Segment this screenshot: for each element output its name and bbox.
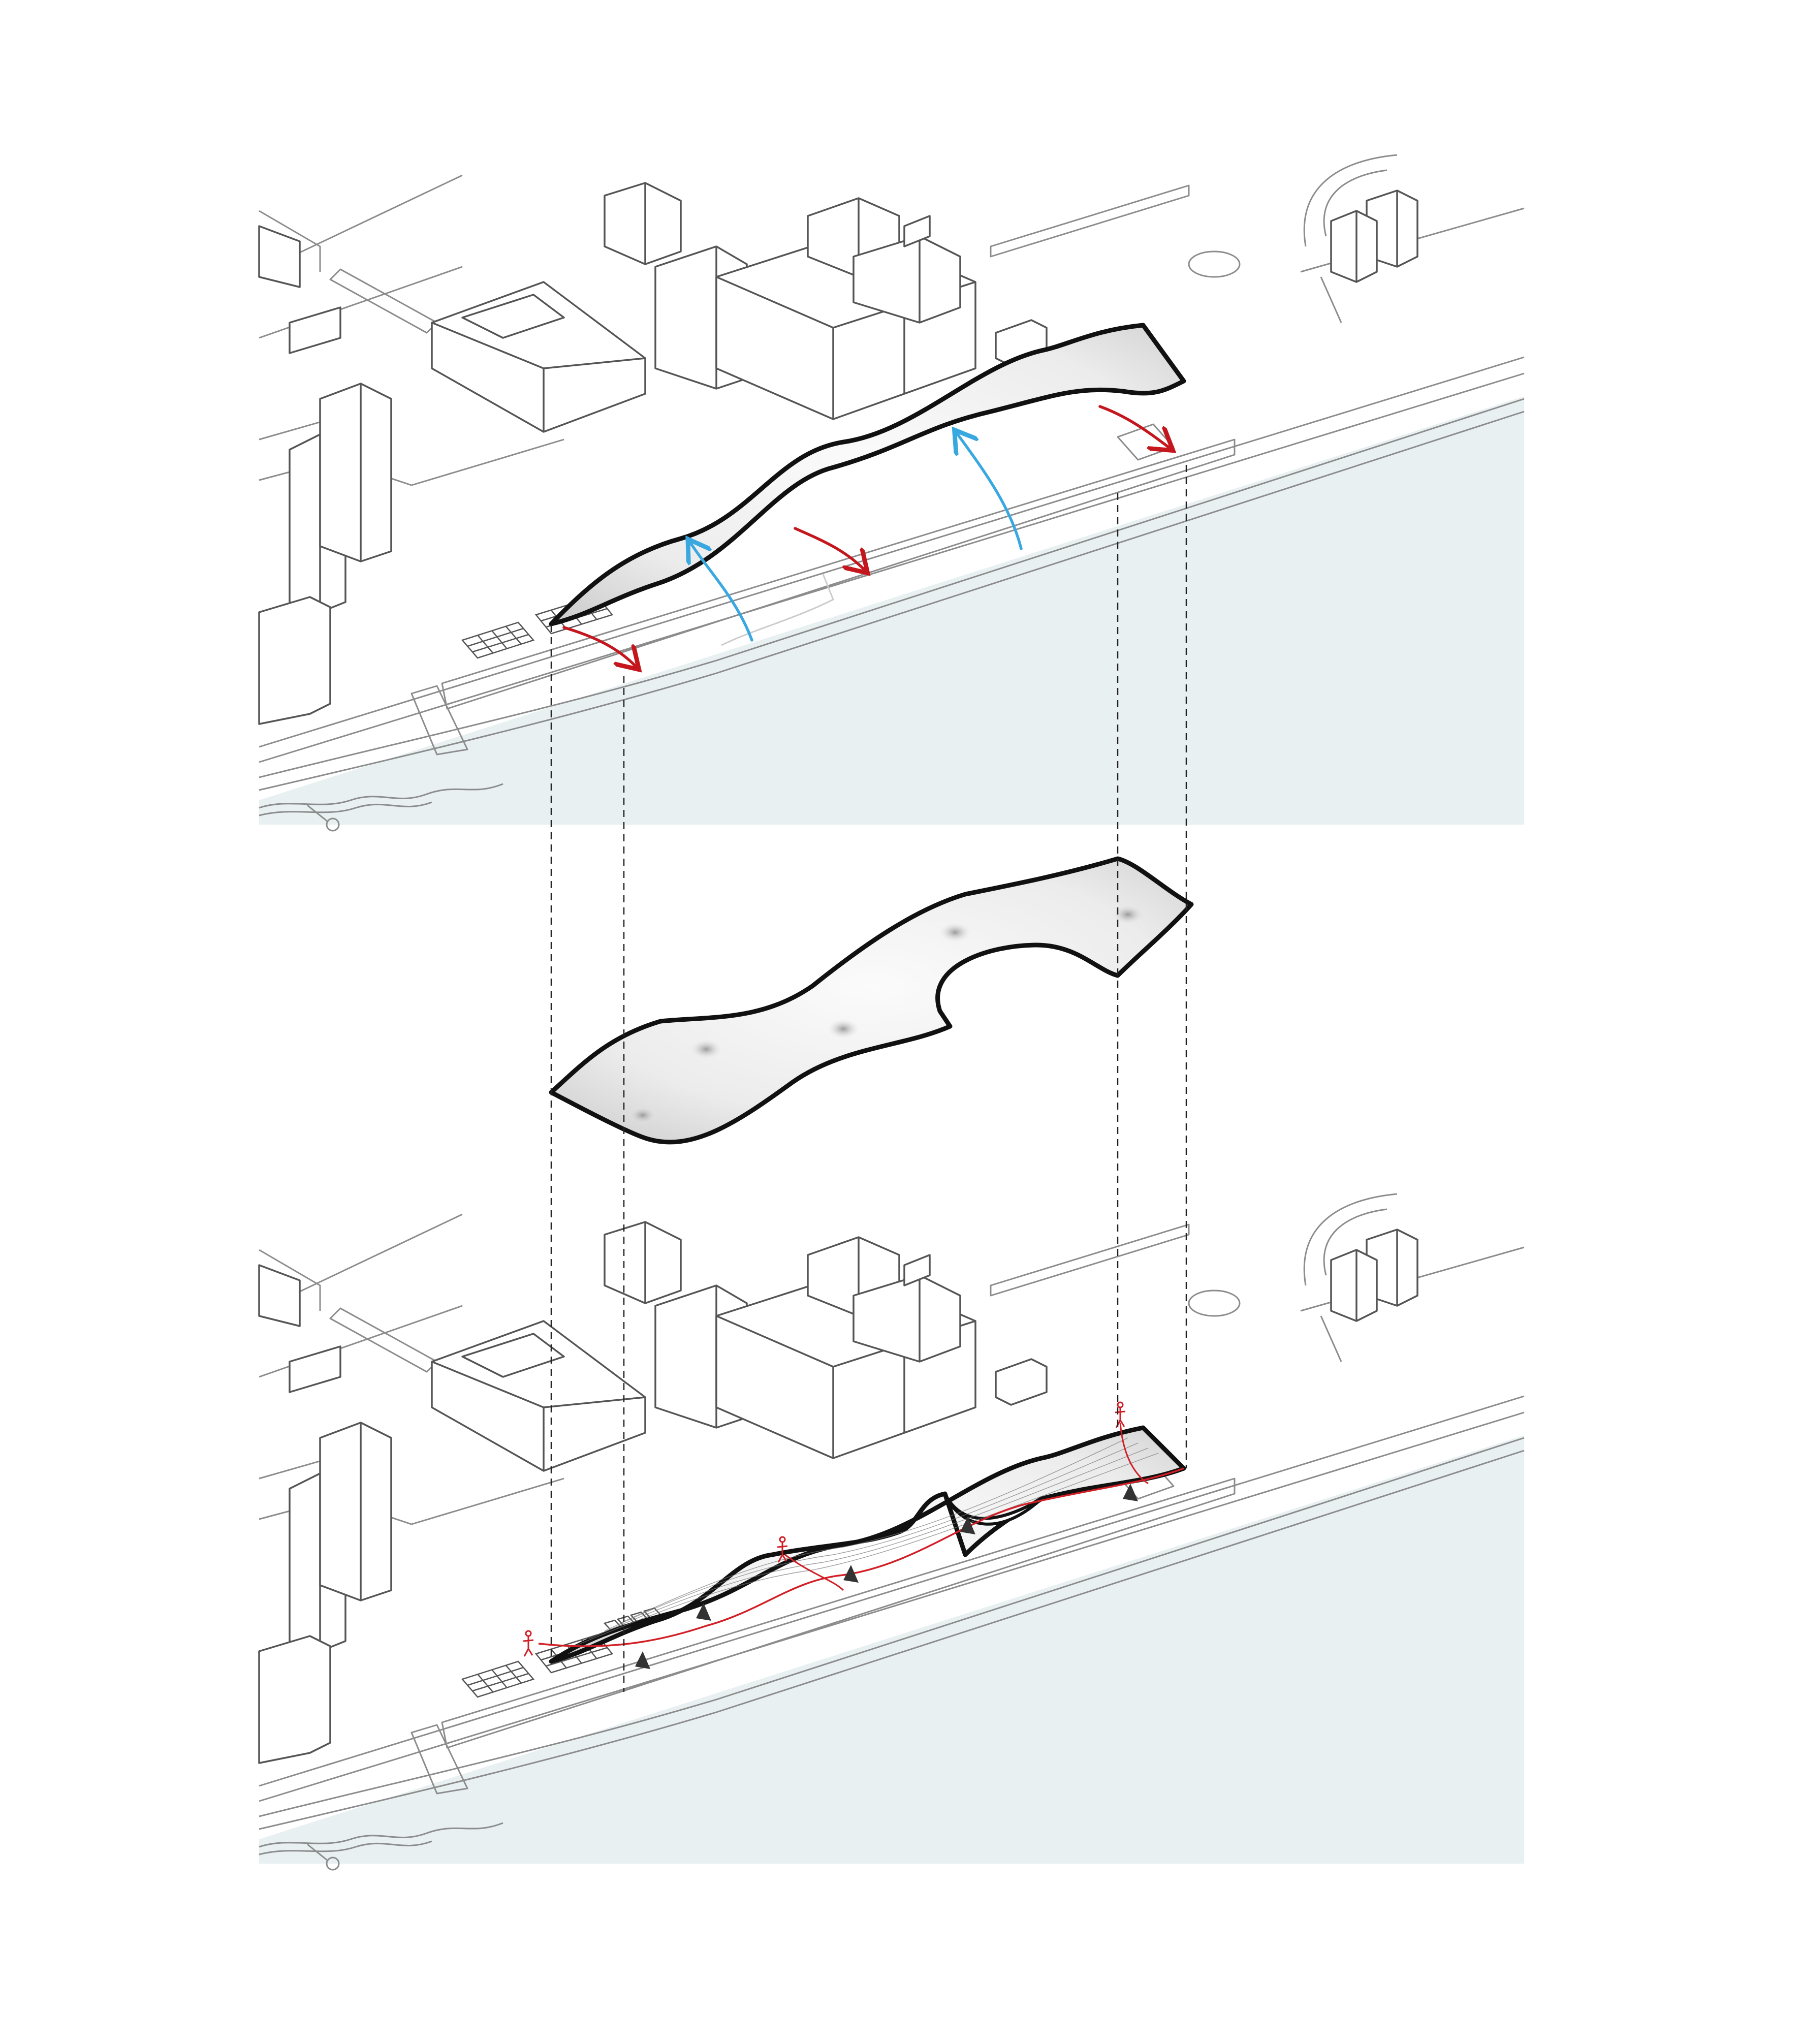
tension-point — [827, 1019, 860, 1039]
tension-point — [1112, 904, 1144, 925]
tension-point — [690, 1039, 722, 1059]
canopy-surface-middle — [551, 859, 1191, 1142]
pedestrian-icon — [523, 1631, 533, 1656]
tension-point — [939, 922, 971, 942]
tension-point — [628, 1106, 657, 1124]
site-panel-top — [259, 155, 1524, 831]
